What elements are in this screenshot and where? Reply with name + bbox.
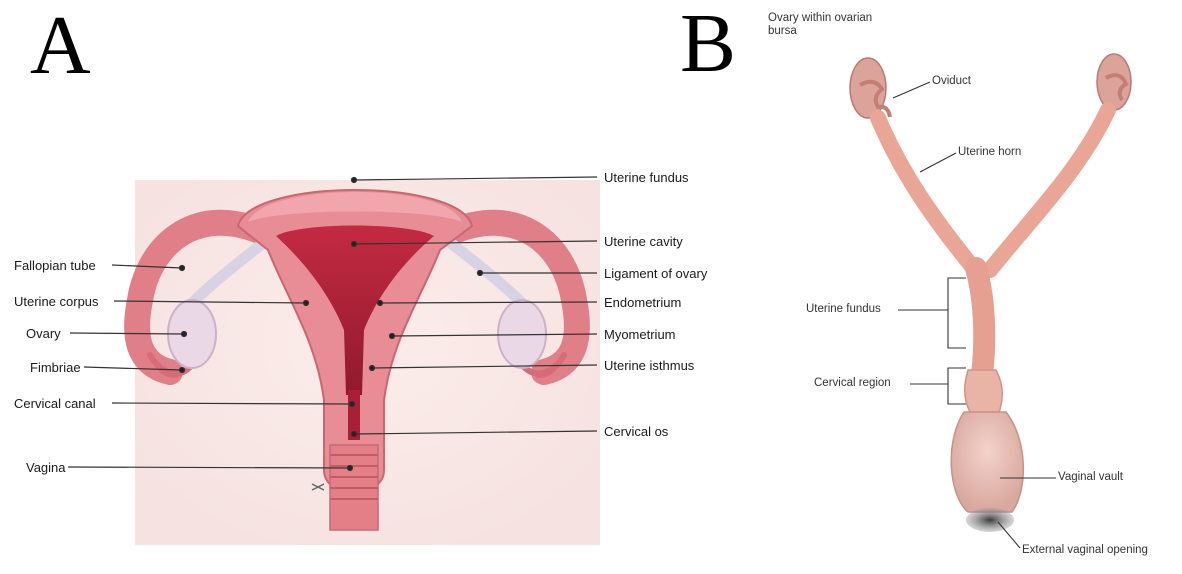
panel-b-letter: B bbox=[680, 2, 736, 86]
vagina bbox=[330, 445, 378, 530]
label-cervical-os: Cervical os bbox=[604, 425, 668, 438]
label-endometrium: Endometrium bbox=[604, 296, 681, 309]
label-vagina: Vagina bbox=[26, 461, 66, 474]
mouse-vaginal-vault bbox=[951, 412, 1023, 512]
label-uterine-horn: Uterine horn bbox=[958, 146, 1021, 159]
label-vaginal-vault: Vaginal vault bbox=[1058, 471, 1123, 484]
label-uterine-corpus: Uterine corpus bbox=[14, 295, 99, 308]
label-cervical-region: Cervical region bbox=[814, 377, 891, 390]
label-fimbriae: Fimbriae bbox=[30, 361, 81, 374]
label-oviduct: Oviduct bbox=[932, 75, 971, 88]
panel-a-letter: A bbox=[30, 4, 91, 88]
label-uterine-fundus: Uterine fundus bbox=[604, 171, 689, 184]
label-external-vaginal-opening: External vaginal opening bbox=[1022, 544, 1148, 557]
mouse-uterine-horn-left bbox=[878, 118, 975, 270]
mouse-uterine-horn-right bbox=[990, 110, 1108, 270]
label-myometrium: Myometrium bbox=[604, 328, 676, 341]
label-fallopian-tube: Fallopian tube bbox=[14, 259, 96, 272]
label-uterine-cavity: Uterine cavity bbox=[604, 235, 683, 248]
human-uterus-diagram bbox=[68, 177, 600, 545]
label-ligament-of-ovary: Ligament of ovary bbox=[604, 267, 707, 280]
label-cervical-canal: Cervical canal bbox=[14, 397, 96, 410]
label-mouse-uterine-fundus: Uterine fundus bbox=[806, 303, 881, 316]
label-ovary-within-bursa: Ovary within ovarian bursa bbox=[768, 12, 878, 38]
mouse-uterine-body bbox=[976, 268, 984, 375]
label-uterine-isthmus: Uterine isthmus bbox=[604, 359, 694, 372]
label-ovary: Ovary bbox=[26, 327, 61, 340]
mouse-vaginal-opening bbox=[966, 508, 1014, 532]
mouse-cervix bbox=[965, 370, 1002, 415]
